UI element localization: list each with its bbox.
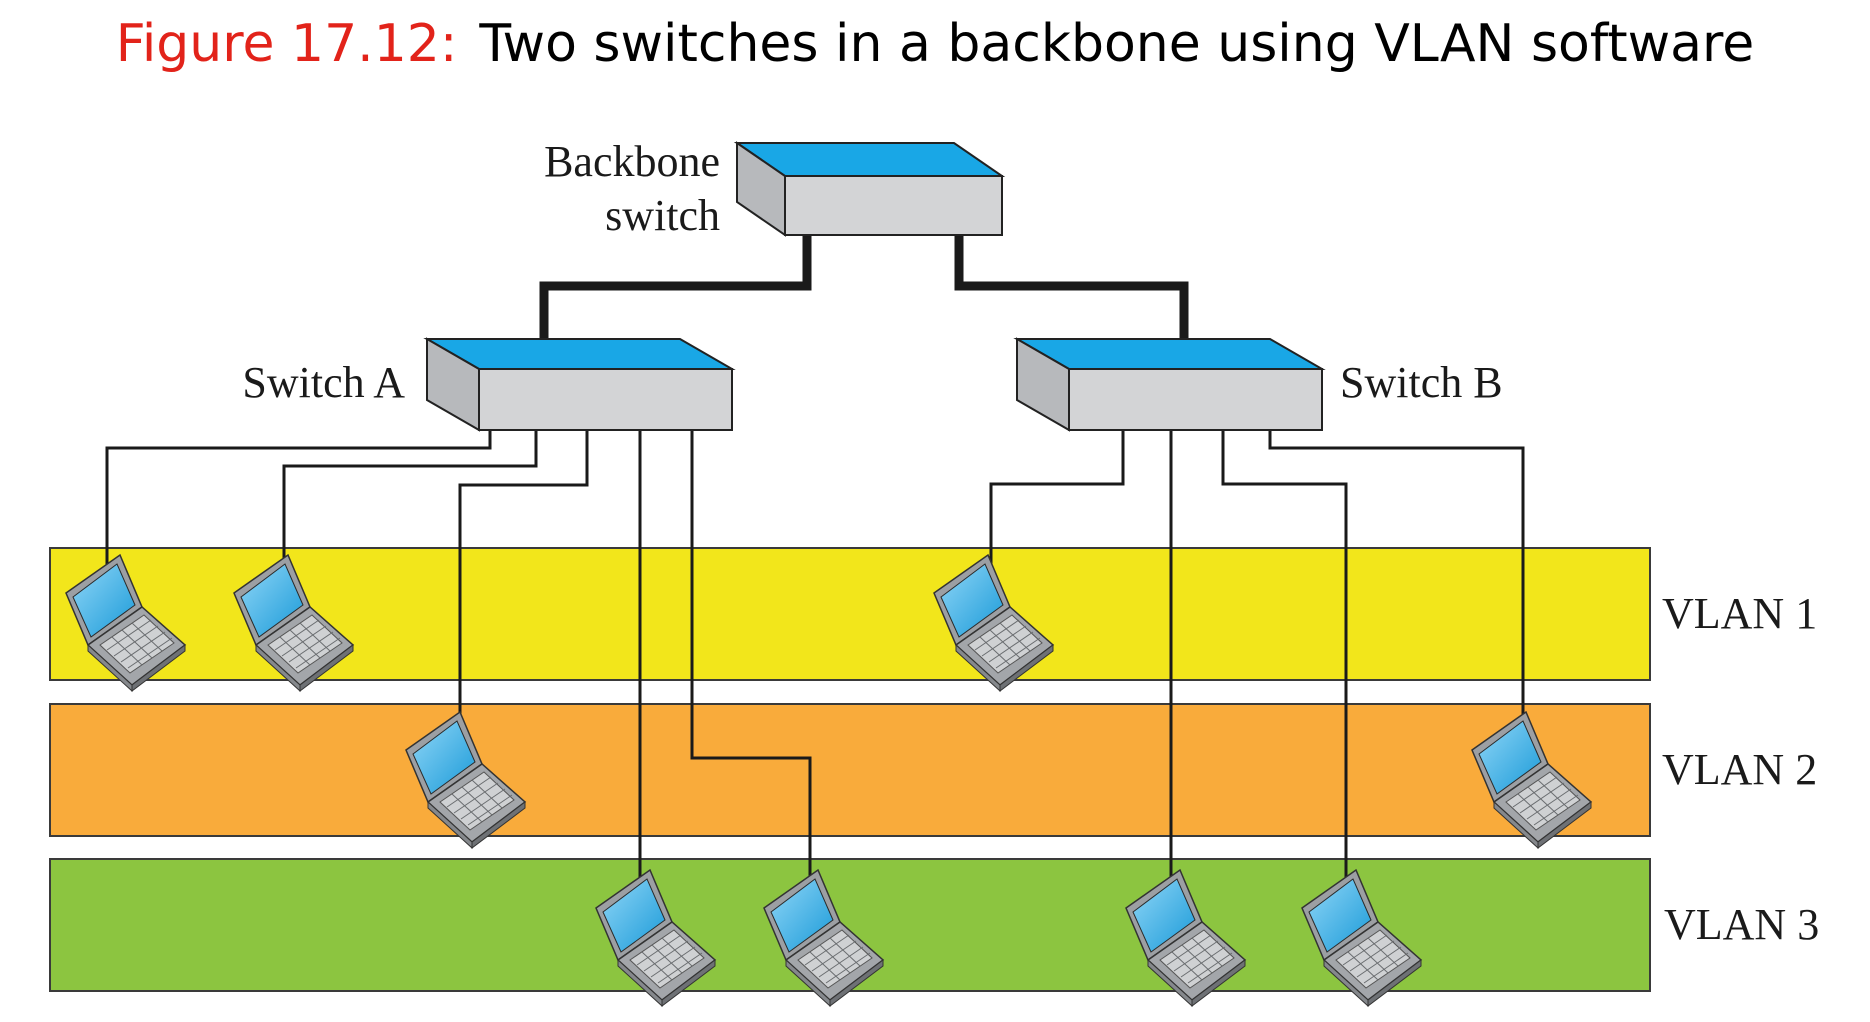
vlan-2-label: VLAN 2 bbox=[1662, 745, 1817, 794]
figure-title: Figure 17.12: Two switches in a backbone … bbox=[0, 8, 1870, 80]
vlan-2-band bbox=[49, 703, 1651, 837]
vlan-3-label: VLAN 3 bbox=[1664, 900, 1819, 949]
figure-label: Figure 17.12: bbox=[115, 14, 458, 74]
switch-a-wires bbox=[105, 430, 812, 880]
switch-b-label: Switch B bbox=[1340, 358, 1503, 407]
switch-b-wires bbox=[989, 430, 1525, 880]
backbone-switch-icon bbox=[733, 141, 1006, 237]
backbone-switch-label-line1: Backbone bbox=[544, 137, 720, 186]
trunk-link-b bbox=[954, 235, 1189, 342]
figure-caption: Two switches in a backbone using VLAN so… bbox=[479, 14, 1755, 74]
trunk-link-a bbox=[539, 235, 812, 342]
switch-a-label: Switch A bbox=[242, 358, 405, 407]
switch-a-icon bbox=[423, 337, 736, 432]
switch-b-icon bbox=[1013, 337, 1326, 432]
vlan-1-label: VLAN 1 bbox=[1662, 589, 1817, 638]
backbone-switch-label-line2: switch bbox=[605, 191, 720, 240]
